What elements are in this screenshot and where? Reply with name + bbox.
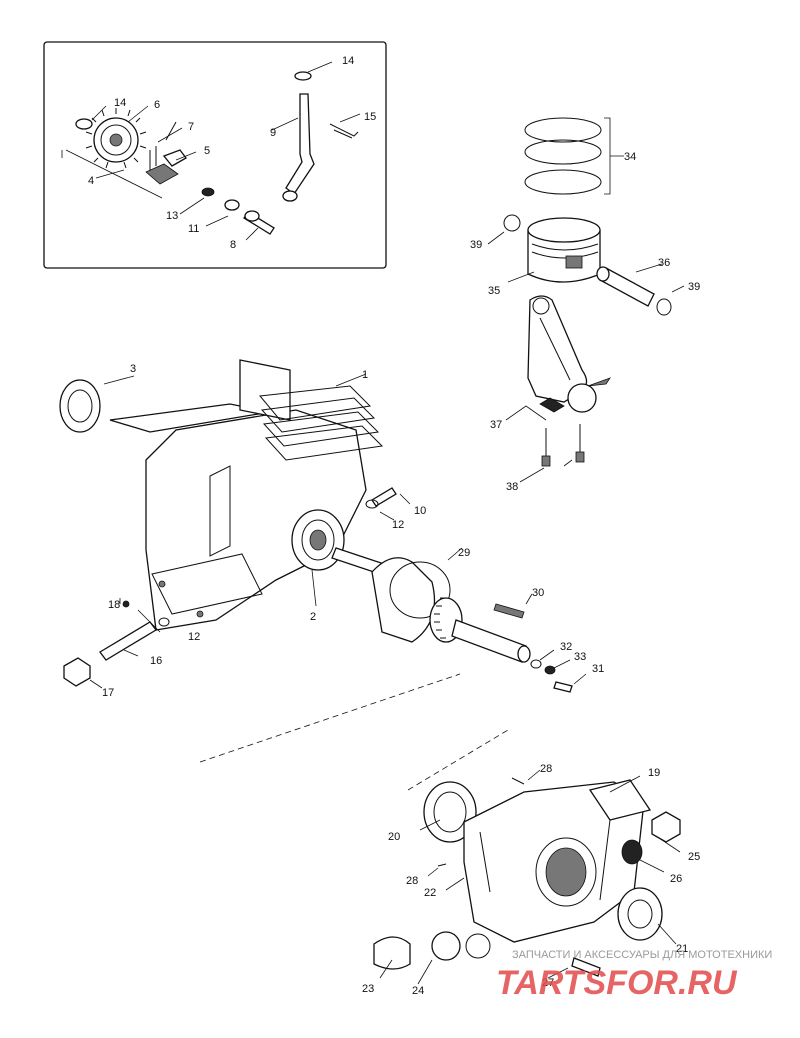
oring-26 <box>621 839 643 865</box>
clip-15 <box>329 123 359 139</box>
washer-13 <box>201 187 215 197</box>
dowel-pins <box>437 777 525 867</box>
oring-24 <box>431 931 461 961</box>
label-18: 18 <box>108 599 120 611</box>
dipstick-23 <box>373 936 411 970</box>
label-29: 29 <box>458 547 470 559</box>
label-14-top: 14 <box>342 55 354 67</box>
label-12-upper: 12 <box>392 519 404 531</box>
label-24: 24 <box>412 985 424 997</box>
piston-ring-oil <box>524 169 602 195</box>
oil-filler-25 <box>651 811 681 843</box>
crankshaft <box>331 547 587 693</box>
label-30: 30 <box>532 587 544 599</box>
label-15: 15 <box>364 111 376 123</box>
oil-seal-21 <box>617 887 663 941</box>
label-20: 20 <box>388 831 400 843</box>
label-8: 8 <box>230 239 236 251</box>
label-23: 23 <box>362 983 374 995</box>
label-28-top: 28 <box>540 763 552 775</box>
label-9: 9 <box>270 127 276 139</box>
circlip-left <box>503 214 521 232</box>
label-3: 3 <box>130 363 136 375</box>
piston-group <box>487 117 685 483</box>
rod-bolts <box>545 424 581 458</box>
washer-33 <box>544 665 556 675</box>
label-39-right: 39 <box>688 281 700 293</box>
label-22: 22 <box>424 887 436 899</box>
label-32: 32 <box>560 641 572 653</box>
washer-11 <box>224 199 240 211</box>
label-6: 6 <box>154 99 160 111</box>
label-34: 34 <box>624 151 636 163</box>
label-7: 7 <box>188 121 194 133</box>
label-35: 35 <box>488 285 500 297</box>
label-28-left: 28 <box>406 875 418 887</box>
label-4: 4 <box>88 175 94 187</box>
washer-14-inset <box>75 118 93 130</box>
label-39-left: 39 <box>470 239 482 251</box>
governor-arm <box>285 93 315 195</box>
label-31: 31 <box>592 663 604 675</box>
label-17: 17 <box>102 687 114 699</box>
governor-gear <box>85 108 147 169</box>
bolt-31 <box>553 681 573 693</box>
label-2: 2 <box>310 611 316 623</box>
piston-ring-middle <box>524 139 602 165</box>
washer-12-upper <box>365 499 379 509</box>
cylinder-fins <box>259 385 384 461</box>
watermark: ЗАПЧАСТИ И АКСЕССУАРЫ ДЛЯ МОТОТЕХНИКИ TA… <box>496 949 772 1002</box>
label-25: 25 <box>688 851 700 863</box>
label-11: 11 <box>188 223 199 235</box>
label-1: 1 <box>362 369 368 381</box>
governor-inset <box>43 41 387 269</box>
governor-pins <box>149 146 157 170</box>
label-21: 21 <box>676 943 688 955</box>
label-38: 38 <box>506 481 518 493</box>
oring-18 <box>122 600 130 608</box>
rod-cap <box>539 397 565 413</box>
label-33: 33 <box>574 651 586 663</box>
label-14-gear: 14 <box>114 97 126 109</box>
label-12-lower: 12 <box>188 631 200 643</box>
label-36: 36 <box>658 257 670 269</box>
label-13: 13 <box>166 210 178 222</box>
washer-12-lower <box>158 617 170 627</box>
label-37: 37 <box>490 419 502 431</box>
crankcase-cover <box>373 769 681 985</box>
bearing-20 <box>423 781 477 843</box>
label-27: 27 <box>542 977 554 989</box>
crankcase <box>59 359 411 689</box>
bolt-27 <box>571 957 601 977</box>
alignment-line <box>199 673 461 763</box>
washer-32 <box>530 659 542 669</box>
governor-weight <box>145 163 179 185</box>
label-19: 19 <box>648 767 660 779</box>
callout-labels: 14 14 6 7 5 4 13 11 8 9 15 34 39 35 36 3… <box>88 55 700 997</box>
bolt-10 <box>371 487 397 507</box>
key-30 <box>493 603 525 619</box>
label-5: 5 <box>204 145 210 157</box>
drain-bolt-17 <box>63 657 91 687</box>
circlip-right <box>656 298 672 316</box>
oil-seal-3 <box>59 379 101 433</box>
label-26: 26 <box>670 873 682 885</box>
drain-plug-shaft <box>99 621 157 661</box>
piston-ring-top <box>524 117 602 143</box>
watermark-caption: ЗАПЧАСТИ И АКСЕССУАРЫ ДЛЯ МОТОТЕХНИКИ <box>512 949 772 961</box>
label-16: 16 <box>150 655 162 667</box>
watermark-logo: TARTSFOR.RU <box>496 964 738 1002</box>
washer-14-arm <box>294 71 312 81</box>
label-10: 10 <box>414 505 426 517</box>
